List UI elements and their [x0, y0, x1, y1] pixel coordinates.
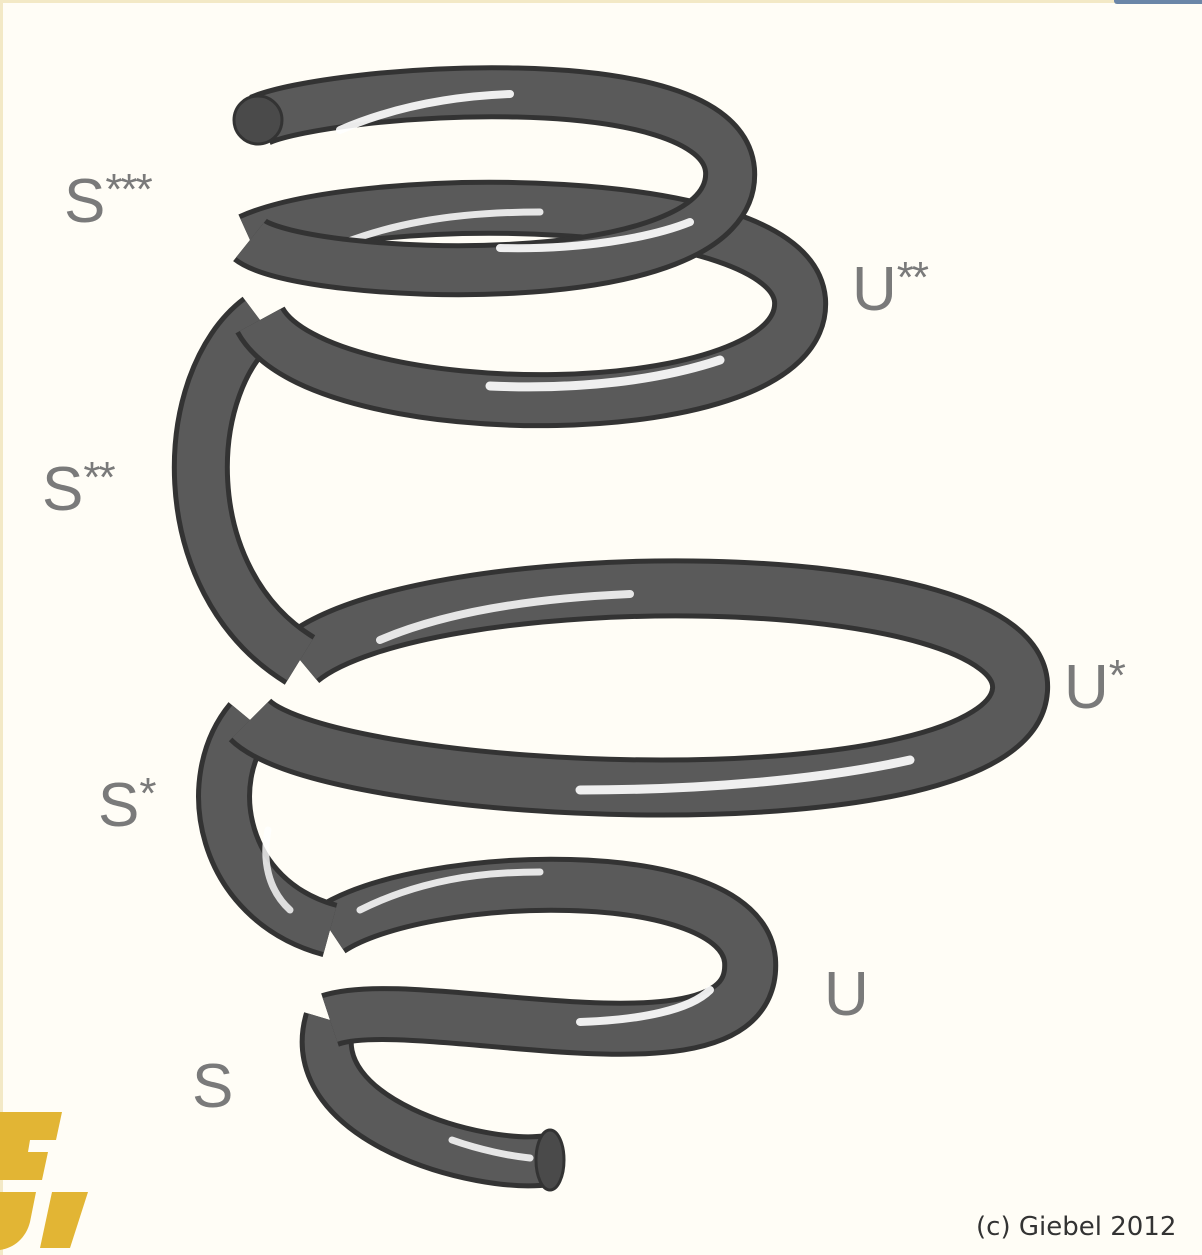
gold-logo-fragment-icon — [0, 1100, 90, 1255]
tube-start-cap — [234, 96, 282, 144]
label-u-two: U** — [852, 256, 927, 321]
label-s-one: S* — [98, 772, 154, 837]
label-s-three: S*** — [64, 168, 151, 233]
label-u-one: U* — [1064, 654, 1124, 719]
coil-u-one — [250, 588, 1020, 790]
label-s-two: S** — [42, 456, 114, 521]
label-u-zero: U — [824, 964, 869, 1026]
coil-u — [327, 872, 751, 1190]
label-s-zero: S — [192, 1056, 233, 1118]
copyright-notice: (c) Giebel 2012 — [976, 1212, 1176, 1242]
tube-end-cap — [536, 1130, 564, 1190]
